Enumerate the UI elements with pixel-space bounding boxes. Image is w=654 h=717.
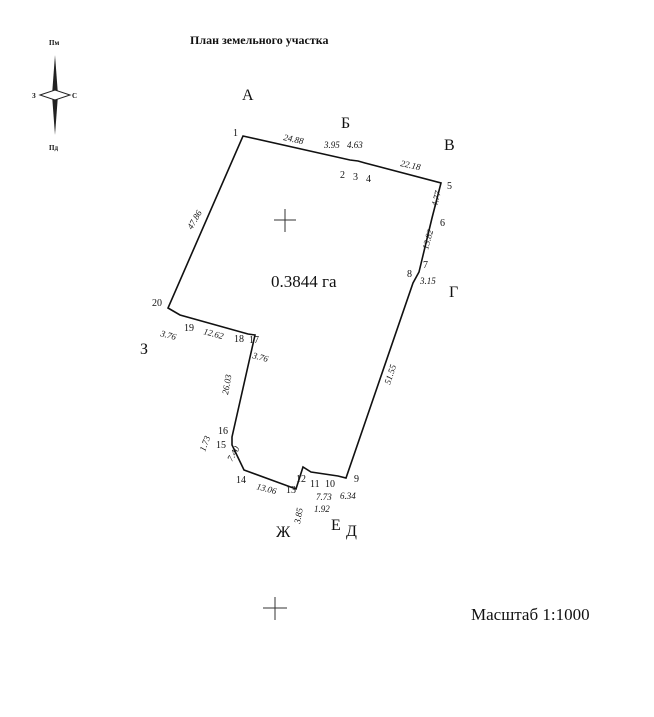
segment-length-label: 13.82 [420,228,435,251]
compass-north: Пм [49,39,59,47]
vertex-label: 18 [234,334,244,345]
segment-length-label: 3.15 [419,276,436,286]
neighbor-boundary-letter: Д [346,523,357,540]
scale-label: Масштаб 1:1000 [471,605,590,624]
segment-length-label: 26.03 [220,373,233,395]
vertex-label: 10 [325,479,335,490]
neighbor-boundary-letter: А [242,87,254,104]
segment-length-label: 12.62 [202,326,225,341]
segment-length-label: 1.73 [197,434,212,453]
vertex-label: 5 [447,181,452,192]
neighbor-boundary-letter: Г [449,284,458,301]
vertex-label: 8 [407,269,412,280]
neighbor-boundary-letter: Ж [276,524,291,541]
vertex-label: 2 [340,170,345,181]
segment-length-label: 24.88 [283,132,305,146]
compass-east: С [72,92,77,100]
vertex-label: 16 [218,426,228,437]
vertex-label: 20 [152,298,162,309]
vertex-label: 1 [233,128,238,139]
plot-boundary [166,135,442,491]
segment-length-label: 13.06 [255,481,278,496]
plan-title: План земельного участка [190,33,329,47]
segment-length-label: 7.73 [316,492,332,502]
segment-length-label: 6.34 [340,491,356,501]
vertex-label: 15 [216,440,226,451]
vertex-label: 4 [366,174,371,185]
segment-length-label: 47.86 [185,208,204,231]
segment-length-label: 3.76 [251,350,270,364]
neighbor-boundary-letter: Б [341,115,350,132]
compass-south: Пд [49,144,58,152]
compass-rose-icon: Пм Пд З С [32,39,77,152]
neighbor-boundary-letter: В [444,137,455,154]
segment-length-label: 22.18 [400,158,422,172]
plot-area-label: 0.3844 га [271,272,337,291]
segment-length-label: 4.63 [347,140,363,150]
compass-west: З [32,92,36,100]
segment-length-label: 3.95 [323,140,340,150]
bottom-cross-icon [263,597,287,620]
vertex-label: 7 [423,260,428,271]
segment-length-label: 3.76 [159,328,178,342]
vertex-label: 19 [184,323,194,334]
segment-length-label: 3.85 [292,507,305,526]
vertex-label: 13 [286,485,296,496]
neighbor-boundary-letter: Е [331,517,341,534]
vertex-label: 11 [310,479,320,490]
vertex-label: 6 [440,218,445,229]
neighbor-boundary-letter: З [140,341,148,358]
vertex-label: 12 [296,474,306,485]
vertex-label: 9 [354,474,359,485]
segment-length-label: 1.92 [314,504,330,514]
segment-length-label: 4.77 [429,189,443,207]
vertex-label: 3 [353,172,358,183]
vertex-label: 14 [236,475,246,486]
vertex-label: 17 [249,335,259,346]
center-cross-icon [274,209,296,232]
